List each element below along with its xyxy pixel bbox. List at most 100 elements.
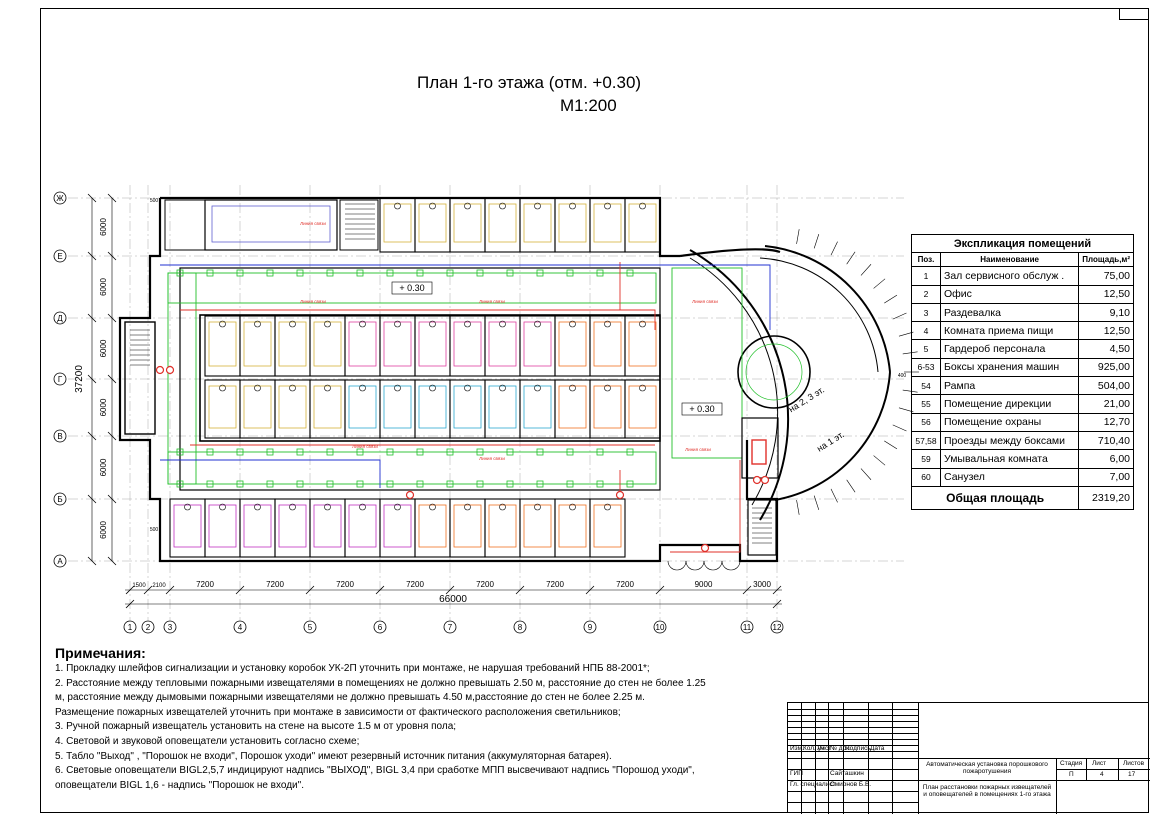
storage-box-bottom-loop (523, 504, 552, 548)
ramp-step (846, 251, 856, 265)
explication-area: 9,10 (1078, 302, 1134, 323)
detector-icon (476, 480, 484, 488)
vertical-dimension: 6000 (99, 521, 108, 539)
right-stair-core (747, 499, 777, 556)
dimension-tick (165, 585, 175, 595)
detector-icon (534, 320, 541, 328)
detector-icon (386, 448, 394, 456)
col-pos: Поз. (911, 252, 941, 268)
stamp-line (1056, 769, 1150, 770)
storage-box-top-loop (453, 203, 482, 243)
explication-name: Боксы хранения машин (939, 357, 1080, 378)
dimension-tick (107, 494, 117, 504)
storage-box-bottom (274, 498, 311, 558)
detector-icon (639, 320, 646, 328)
detector-icon (324, 320, 331, 328)
axis-bubble-number (141, 620, 155, 634)
plan-scale: М1:200 (560, 96, 617, 115)
storage-box-row3 (624, 379, 661, 439)
vertical-dimension: 6000 (99, 278, 108, 296)
detector-icon (324, 384, 331, 392)
axis-bubble-letter (53, 249, 67, 263)
stamp-col-1: Кол. уч (803, 745, 825, 752)
axis-number: 10 (656, 623, 665, 632)
stamp-line (788, 739, 918, 740)
detector-icon (394, 202, 401, 210)
detector-icon (266, 269, 274, 277)
dimension-tick (87, 251, 97, 261)
axis-letter: В (57, 432, 62, 441)
detector-icon (569, 503, 576, 511)
stamp-line (1118, 758, 1119, 780)
explication-pos: 2 (911, 284, 941, 304)
elevation-label: + 0.30 (399, 283, 424, 293)
note-line: м, расстояние между дымовыми пожарными и… (55, 692, 645, 704)
stamp-gip-name: Сайташкин (830, 770, 864, 777)
service-hall-loop (211, 205, 331, 243)
ramp-inner-wall (689, 257, 779, 506)
cable-label: Линия связи (479, 299, 505, 304)
alarm-icon (155, 365, 165, 375)
detector-icon (506, 480, 514, 488)
detector-icon (184, 503, 191, 511)
storage-box-bottom-loop (558, 504, 587, 548)
explication-area: 12,50 (1078, 284, 1134, 304)
vertical-dimension: 6000 (99, 218, 108, 236)
utility-room (164, 199, 206, 251)
storage-box-bottom-loop (278, 504, 307, 548)
explication-name: Комната приема пищи (939, 321, 1080, 341)
detector-icon (536, 480, 544, 488)
explication-pos: 60 (911, 467, 941, 487)
entrance-door (667, 560, 687, 571)
vertical-dimension: 6000 (99, 458, 108, 476)
detector-icon (206, 448, 214, 456)
detector-icon (604, 320, 611, 328)
stamp-line (788, 802, 918, 803)
explication-pos: 3 (911, 302, 941, 323)
dimension-tick (107, 374, 117, 384)
detector-icon (219, 503, 226, 511)
ramp-step (860, 264, 872, 276)
storage-box-top-loop (488, 203, 517, 243)
small-dimension: 400 (898, 373, 907, 379)
entrance-door (685, 560, 705, 571)
storage-box-row2-loop (593, 321, 622, 367)
detector-icon (254, 503, 261, 511)
horizontal-dimension: 7200 (196, 580, 214, 589)
storage-box-row3 (204, 379, 241, 439)
axis-bubble-number (233, 620, 247, 634)
storage-box-row3-loop (313, 385, 342, 429)
dimension-tick (375, 585, 385, 595)
detector-icon (566, 480, 574, 488)
detector-icon (429, 202, 436, 210)
explication-area: 925,00 (1078, 357, 1134, 378)
explication-area: 6,00 (1078, 449, 1134, 469)
detector-icon (506, 448, 514, 456)
axis-bubble-number (163, 620, 177, 634)
stamp-line (1086, 758, 1087, 780)
detector-icon (476, 269, 484, 277)
note-line: 5. Табло "Выход" , "Порошок не входи", П… (55, 750, 612, 762)
explication-name: Раздевалка (939, 302, 1080, 323)
detector-icon (499, 384, 506, 392)
storage-box-row2 (239, 315, 276, 377)
axis-bubble-letter (53, 554, 67, 568)
explication-pos: 54 (911, 376, 941, 396)
storage-box-row2-loop (348, 321, 377, 367)
alarm-icon (760, 475, 770, 485)
storage-box-bottom-loop (243, 504, 272, 548)
detector-loop (671, 267, 743, 459)
axis-bubble-letter (53, 191, 67, 205)
detector-icon (416, 448, 424, 456)
storage-box-row3 (379, 379, 416, 439)
stamp-sheets: 17 (1128, 771, 1136, 778)
elevation-box (391, 281, 433, 295)
explication-pos: 57,58 (911, 430, 941, 451)
detector-icon (394, 320, 401, 328)
alarm-icon (615, 490, 625, 500)
stamp-line (788, 745, 918, 746)
storage-box-top (624, 197, 661, 253)
detector-icon (569, 202, 576, 210)
detector-icon (499, 202, 506, 210)
